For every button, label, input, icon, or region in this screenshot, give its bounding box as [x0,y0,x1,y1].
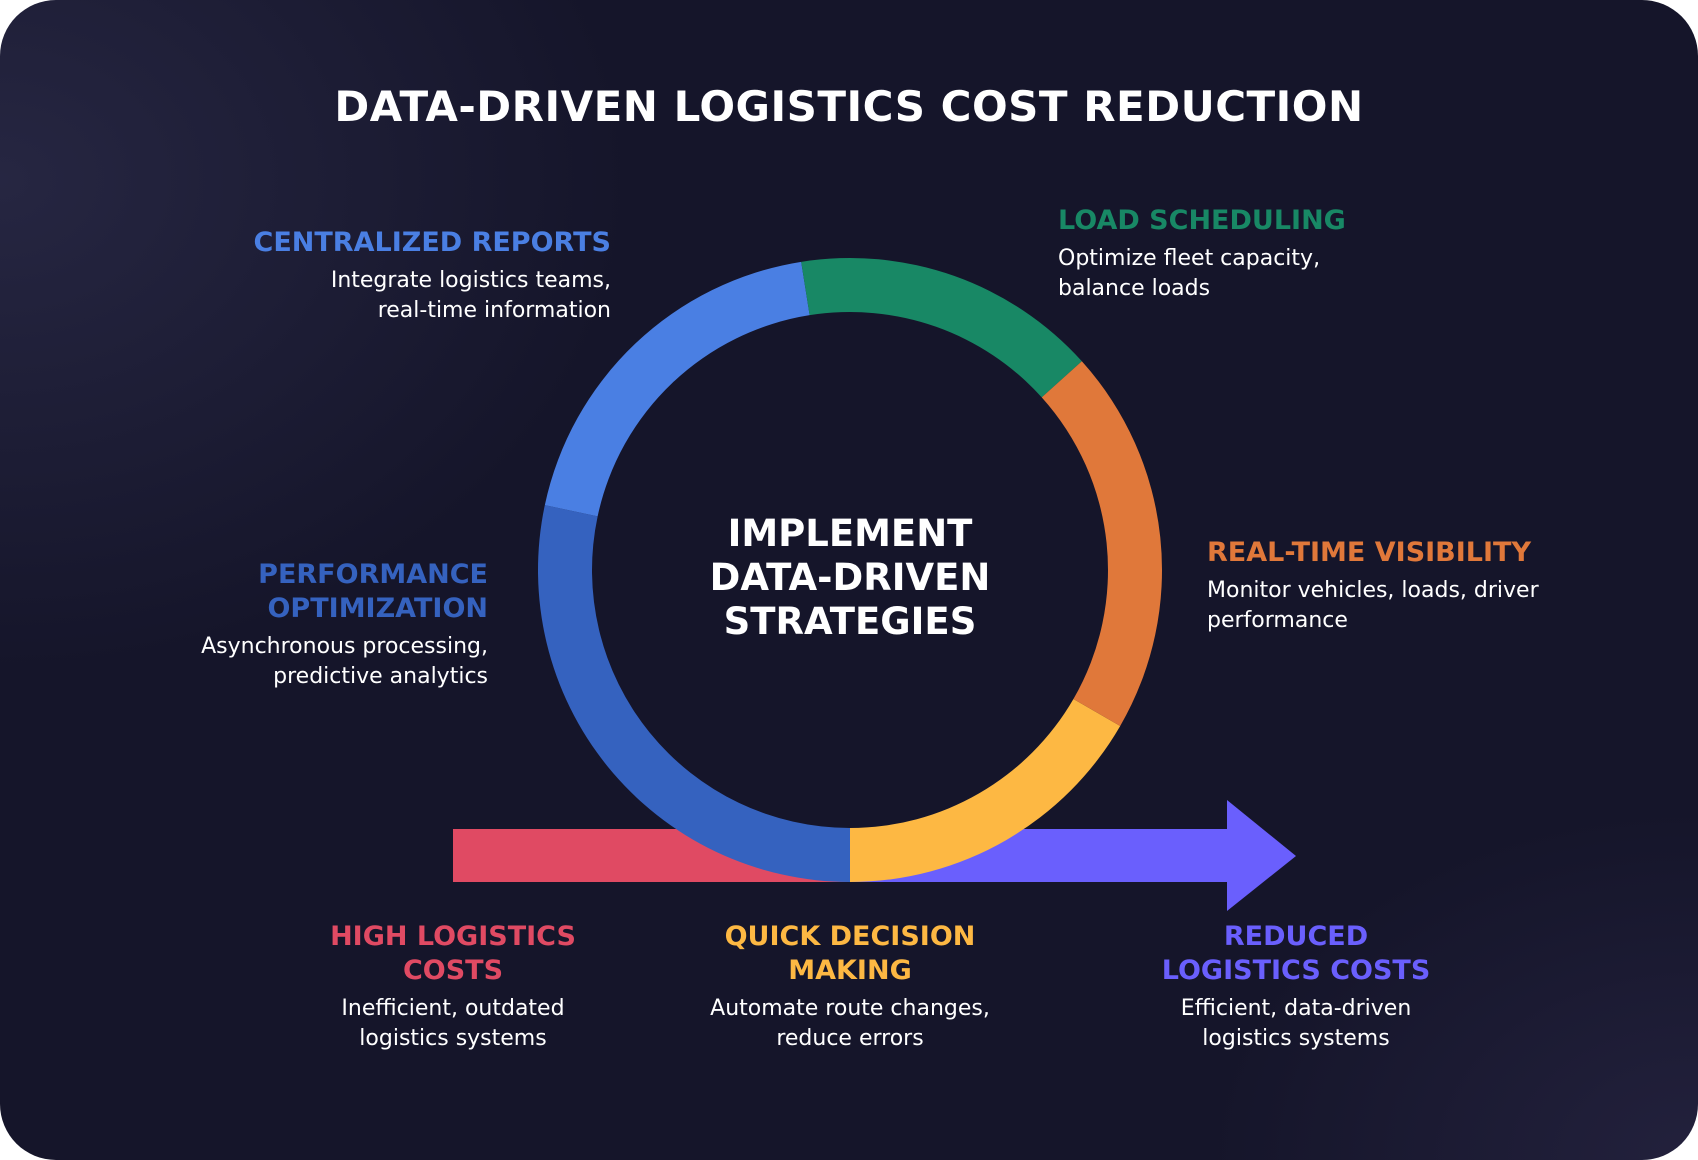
performance-optimization-block: PERFORMANCE OPTIMIZATION Asynchronous pr… [201,558,488,692]
quick-decision-desc-line-1: Automate route changes, [710,996,990,1021]
reduced-costs-block: REDUCED LOGISTICS COSTS Efficient, data-… [1126,920,1466,1054]
quick-decision-heading: QUICK DECISION MAKING [680,920,1020,988]
real-time-visibility-desc-line-2: performance [1207,608,1348,633]
real-time-visibility-heading-line: REAL-TIME VISIBILITY [1207,537,1532,568]
diagram-title: DATA-DRIVEN LOGISTICS COST REDUCTION [334,82,1364,131]
purple-arrow-head [1227,800,1296,911]
quick-decision-heading-line-2: MAKING [788,955,912,986]
reduced-costs-heading-line-2: LOGISTICS COSTS [1161,955,1431,986]
high-costs-heading: HIGH LOGISTICS COSTS [303,920,603,988]
performance-optimization-desc-line-1: Asynchronous processing, [201,634,488,659]
high-costs-heading-line-2: COSTS [402,955,504,986]
center-label: IMPLEMENT DATA-DRIVEN STRATEGIES [670,512,1030,644]
centralized-reports-block: CENTRALIZED REPORTS Integrate logistics … [254,226,611,326]
quick-decision-heading-line-1: QUICK DECISION [724,921,976,952]
performance-optimization-desc-line-2: predictive analytics [273,664,488,689]
high-costs-desc-line-2: logistics systems [359,1026,547,1051]
real-time-visibility-block: REAL-TIME VISIBILITY Monitor vehicles, l… [1207,536,1539,636]
high-costs-heading-line-1: HIGH LOGISTICS [330,921,576,952]
centralized-reports-heading-line: CENTRALIZED REPORTS [253,227,611,258]
load-scheduling-description: Optimize fleet capacity, balance loads [1058,244,1346,304]
centralized-reports-desc-line-1: Integrate logistics teams, [330,268,611,293]
reduced-costs-description: Efficient, data-driven logistics systems [1126,994,1466,1054]
reduced-costs-desc-line-2: logistics systems [1202,1026,1390,1051]
high-costs-desc-line-1: Inefficient, outdated [341,996,565,1021]
high-costs-description: Inefficient, outdated logistics systems [303,994,603,1054]
quick-decision-segment [850,699,1121,882]
load-scheduling-segment [801,258,1082,398]
centralized-reports-segment [544,261,810,517]
strategy-ring [538,258,1162,882]
quick-decision-block: QUICK DECISION MAKING Automate route cha… [680,920,1020,1054]
reduced-costs-heading: REDUCED LOGISTICS COSTS [1126,920,1466,988]
centralized-reports-description: Integrate logistics teams, real-time inf… [254,266,611,326]
real-time-visibility-description: Monitor vehicles, loads, driver performa… [1207,576,1539,636]
performance-optimization-heading-line-1: PERFORMANCE [258,559,488,590]
performance-optimization-description: Asynchronous processing, predictive anal… [201,632,488,692]
real-time-visibility-heading: REAL-TIME VISIBILITY [1207,536,1539,570]
load-scheduling-desc-line-1: Optimize fleet capacity, [1058,246,1321,271]
quick-decision-desc-line-2: reduce errors [776,1026,924,1051]
center-line-2: DATA-DRIVEN [709,556,991,599]
center-line-1: IMPLEMENT [727,512,973,555]
load-scheduling-heading-line: LOAD SCHEDULING [1058,205,1346,236]
centralized-reports-heading: CENTRALIZED REPORTS [254,226,611,260]
load-scheduling-heading: LOAD SCHEDULING [1058,204,1346,238]
quick-decision-description: Automate route changes, reduce errors [680,994,1020,1054]
performance-optimization-heading-line-2: OPTIMIZATION [267,593,488,624]
reduced-costs-desc-line-1: Efficient, data-driven [1180,996,1412,1021]
center-line-3: STRATEGIES [723,600,977,643]
reduced-costs-heading-line-1: REDUCED [1223,921,1369,952]
high-costs-block: HIGH LOGISTICS COSTS Inefficient, outdat… [303,920,603,1054]
performance-optimization-heading: PERFORMANCE OPTIMIZATION [201,558,488,626]
centralized-reports-desc-line-2: real-time information [377,298,611,323]
real-time-visibility-desc-line-1: Monitor vehicles, loads, driver [1207,578,1539,603]
load-scheduling-desc-line-2: balance loads [1058,276,1211,301]
load-scheduling-block: LOAD SCHEDULING Optimize fleet capacity,… [1058,204,1346,304]
performance-optimization-segment [538,505,850,882]
real-time-visibility-segment [1041,361,1162,726]
